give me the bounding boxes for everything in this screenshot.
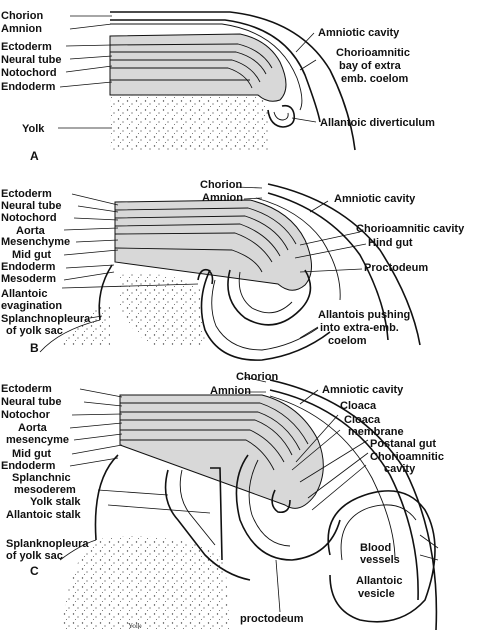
label-allantoic-stalk: Allantoic stalk (6, 509, 81, 521)
label-endoderm: Endoderm (1, 81, 56, 93)
panel-c: Chorion Amnion Ectoderm Neural tube Noto… (1, 371, 444, 630)
panel-b: Chorion Amnion Ectoderm Neural tube Noto… (1, 179, 465, 360)
panel-b-letter: B (30, 341, 39, 355)
label-chorion: Chorion (236, 371, 278, 383)
label-splanchnic: Splanchnic (12, 472, 71, 484)
label-notochord: Notochord (1, 67, 57, 79)
label-cavity: cavity (384, 463, 416, 475)
label-postanal-gut: Postanal gut (370, 438, 436, 450)
label-membrane: membrane (348, 426, 404, 438)
label-hind-gut: Hind gut (368, 237, 413, 249)
label-mesoderem: mesoderem (14, 484, 76, 496)
label-ectoderm: Ectoderm (1, 383, 52, 395)
label-allantoic: Allantoic (1, 288, 47, 300)
label-of-yolk-sac: of yolk sac (6, 325, 63, 337)
label-chorioamnitic: Chorioamnitic (336, 47, 410, 59)
label-neural-tube: Neural tube (1, 200, 62, 212)
label-mesenchyme: Mesenchyme (1, 236, 70, 248)
label-ectoderm: Ectoderm (1, 41, 52, 53)
label-yolk-tiny: Yolk (128, 622, 142, 630)
label-aorta: Aorta (18, 422, 48, 434)
label-into-extra-emb: into extra-emb. (320, 322, 399, 334)
label-yolk: Yolk (22, 123, 45, 135)
label-bay-of-extra: bay of extra (339, 60, 402, 72)
label-mesoderm: Mesoderm (1, 273, 56, 285)
panel-a-letter: A (30, 149, 39, 163)
label-ectoderm: Ectoderm (1, 188, 52, 200)
label-splanchnopleura: Splanchnopleura (1, 313, 91, 325)
label-yolk-stalk: Yolk stalk (30, 496, 81, 508)
label-amnion: Amnion (210, 385, 251, 397)
label-mid-gut: Mid gut (12, 448, 51, 460)
label-splanknopleura: Splanknopleura (6, 538, 89, 550)
panel-a: Chorion Amnion Ectoderm Neural tube Noto… (1, 10, 435, 163)
label-amnion: Amnion (1, 23, 42, 35)
label-chorion: Chorion (1, 10, 43, 22)
label-notochord: Notochord (1, 212, 57, 224)
label-chorioamnitic-cavity: Chorioamnitic cavity (356, 223, 465, 235)
label-vessels: vessels (360, 554, 400, 566)
label-amniotic-cavity: Amniotic cavity (318, 27, 400, 39)
label-chorion: Chorion (200, 179, 242, 191)
label-allantoic: Allantoic (356, 575, 402, 587)
label-amnion: Amnion (202, 192, 243, 204)
label-allantois-pushing: Allantois pushing (318, 309, 410, 321)
label-cloaca: Cloaca (340, 400, 377, 412)
label-cloaca-2: Cloaca (344, 414, 381, 426)
label-evagination: evagination (1, 300, 62, 312)
label-neural-tube: Neural tube (1, 54, 62, 66)
label-amniotic-cavity: Amniotic cavity (334, 193, 416, 205)
label-vesicle: vesicle (358, 588, 395, 600)
label-proctodeum: Proctodeum (364, 262, 428, 274)
panel-c-letter: C (30, 564, 39, 578)
label-neural-tube: Neural tube (1, 396, 62, 408)
label-proctodeum: proctodeum (240, 613, 304, 625)
label-chorioamnitic: Chorioamnitic (370, 451, 444, 463)
label-endoderm: Endoderm (1, 261, 56, 273)
label-endoderm: Endoderm (1, 460, 56, 472)
label-blood: Blood (360, 542, 391, 554)
label-of-yolk-sac: of yolk sac (6, 550, 63, 562)
label-notochor: Notochor (1, 409, 51, 421)
label-mid-gut: Mid gut (12, 249, 51, 261)
label-allantoic-diverticulum: Allantoic diverticulum (320, 117, 435, 129)
label-coelom: coelom (328, 335, 367, 347)
label-amniotic-cavity: Amniotic cavity (322, 384, 404, 396)
label-mesencyme: mesencyme (6, 434, 69, 446)
label-emb-coelom: emb. coelom (341, 73, 408, 85)
